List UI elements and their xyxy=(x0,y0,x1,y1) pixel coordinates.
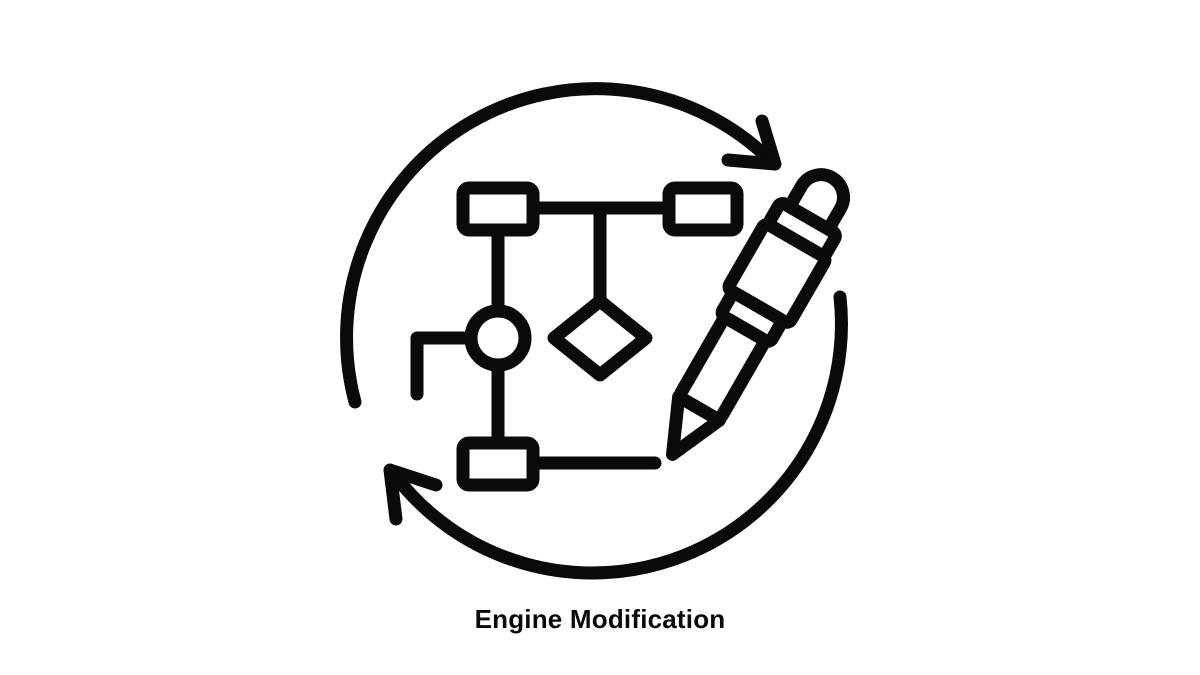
cycle-arrow-bottom-arc xyxy=(386,290,848,580)
flowchart-circle-node xyxy=(464,304,532,372)
flowchart-connector-elbow xyxy=(410,331,471,401)
cycle-arrow-bottom-arrowhead xyxy=(383,463,443,526)
flowchart-rect-top-left xyxy=(456,181,540,237)
cycle-arrow-top-arrowhead xyxy=(721,114,782,171)
flowchart-rect-bottom xyxy=(456,436,540,492)
pen-tip xyxy=(666,390,726,461)
flowchart-rect-top-right xyxy=(662,181,744,237)
pen-icon xyxy=(666,168,850,461)
pen-cap-dome xyxy=(782,168,850,238)
cycle-arrows-icon xyxy=(340,82,848,580)
caption-text: Engine Modification xyxy=(474,604,726,634)
flowchart-icon xyxy=(410,181,744,492)
cycle-arrow-top-arc xyxy=(340,82,778,409)
flowchart-diamond-node xyxy=(547,294,653,382)
